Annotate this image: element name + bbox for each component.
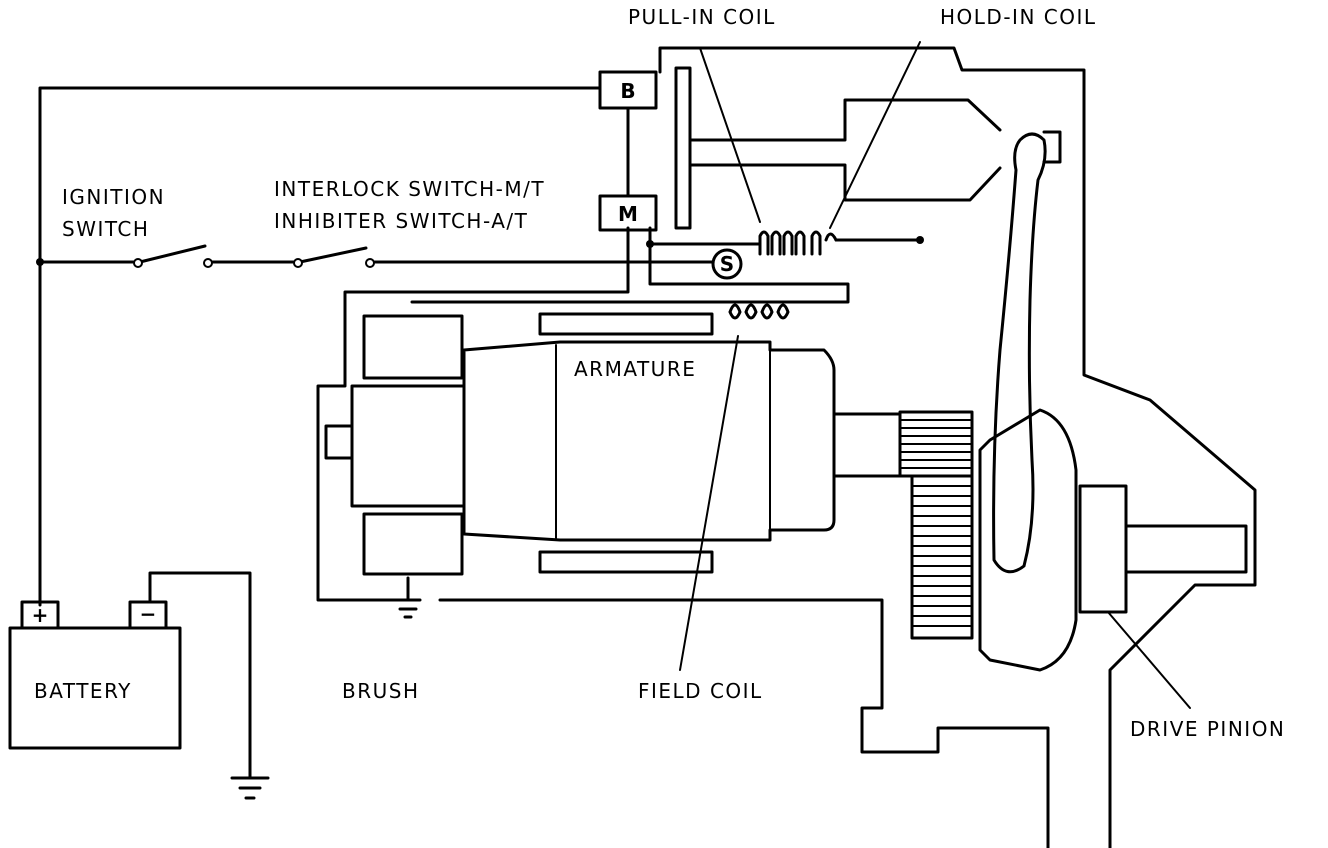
pinion-shaft [1124,524,1248,574]
plunger-rod [674,66,692,230]
reduction-gear-lower [910,474,974,640]
label-ignition-line1: IGNITION [62,185,165,209]
battery-positive-terminal [20,600,60,630]
solenoid [410,46,1257,848]
label-field-coil: FIELD COIL [638,679,763,703]
label-drive-pinion: DRIVE PINION [1130,717,1285,741]
label-ignition-line2: SWITCH [62,217,149,241]
ignition-contact [203,258,213,268]
m-to-brush-wire [316,226,630,602]
terminal-b-label: B [620,79,635,103]
label-battery: BATTERY [34,679,132,703]
battery-positive-wire [38,86,602,607]
positive-symbol: + [32,603,49,627]
field-coil-leader [679,335,739,671]
labels: PULL-IN COIL HOLD-IN COIL IGNITION SWITC… [34,5,1285,741]
pull-in-leader [699,47,761,223]
interlock-contact [293,258,303,268]
wiring [36,86,1050,848]
field-coil-winding [710,300,790,320]
battery: + − [8,600,182,750]
shift-lever [992,132,1047,574]
terminal-s-label: S [720,252,734,276]
armature-core [462,340,836,542]
label-pull-in-coil: PULL-IN COIL [628,5,776,29]
ground-dot [916,236,924,244]
brush-lower [362,512,464,576]
leader-lines [679,41,1191,709]
terminal-m-box [598,194,658,232]
ground-symbol [230,776,270,800]
overrunning-clutch [978,408,1078,672]
battery-negative-terminal [128,600,168,630]
lever-pivot [1042,130,1062,164]
junction-dot [646,240,654,248]
drive-pinion-gear [1078,484,1128,614]
label-inhibiter-switch: INHIBITER SWITCH-A/T [274,209,528,233]
contact-plate [688,98,1002,202]
solenoid-housing [658,46,1257,848]
label-interlock-switch: INTERLOCK SWITCH-M/T [274,177,545,201]
coil-feed-wire [648,226,850,304]
reduction-gear-upper [898,410,974,478]
housing-base [438,598,1050,848]
pull-in-coil-winding [758,230,806,256]
ignition-contact [133,258,143,268]
shaft-end [324,424,354,460]
terminal-b-box [598,70,658,110]
ignition-circuit-wire [38,244,715,264]
label-brush: BRUSH [342,679,420,703]
battery-negative-wire [148,571,252,780]
label-armature: ARMATURE [574,357,696,381]
battery-body [8,626,182,750]
junction-dot [36,258,44,266]
motor [324,312,1248,672]
solenoid-terminals: B M S [598,70,743,280]
terminal-m-label: M [618,202,638,226]
commutator [350,384,466,508]
drive-pinion-leader [1107,611,1191,709]
drive-shaft [832,412,902,478]
hold-in-leader [829,41,921,229]
terminal-s-circle [711,248,743,280]
negative-symbol: − [140,602,157,626]
field-coil-lower [538,550,714,574]
armature-line [555,344,771,539]
hold-in-coil-winding [810,230,838,256]
brush-upper [362,314,464,380]
label-hold-in-coil: HOLD-IN COIL [940,5,1097,29]
field-coil-upper [538,312,714,336]
ground-symbol [394,576,422,619]
interlock-contact [365,258,375,268]
